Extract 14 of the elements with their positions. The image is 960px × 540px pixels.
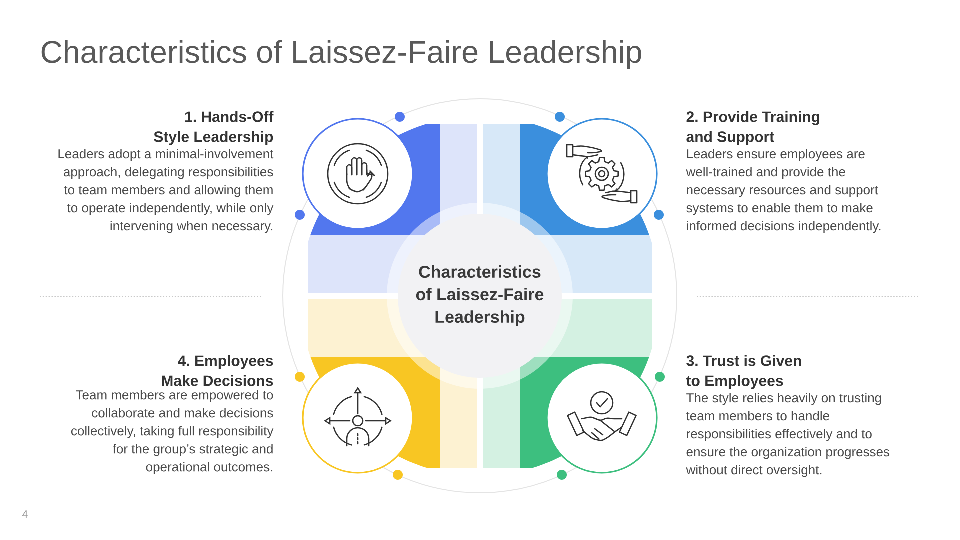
item-heading: 3. Trust is Given to Employees: [686, 355, 802, 390]
item-description: Leaders adopt a minimal-involvement approach, delegating responsibilities to team members and allowing them to operate independently, while only intervening when necessary.: [58, 149, 274, 234]
item-heading: 4. Employees Make Decisions: [162, 355, 274, 386]
icon-circle: [302, 118, 414, 230]
icon-circle: [546, 362, 658, 474]
item-description: The style relies heavily on trusting team members to handle responsibilities effectively and to ensure the organization progresses without direct oversight.: [686, 393, 890, 478]
item-description: Leaders ensure employees are well-trained and provide the necessary resources and support systems to enable them to make informed decisions independently.: [686, 149, 881, 234]
slide-title: Characteristics of Laissez-Faire Leadership: [42, 40, 642, 70]
icon-circle: [302, 362, 414, 474]
page-number: 4: [22, 510, 28, 518]
item-heading: 2. Provide Training and Support: [686, 111, 820, 146]
item-description: Team members are empowered to collaborate and make decisions collectively, taking full responsibility for the group’s strategic and operational outcomes.: [72, 390, 274, 474]
item-heading: 1. Hands-Off Style Leadership: [154, 111, 274, 146]
icon-circle: [546, 118, 658, 230]
